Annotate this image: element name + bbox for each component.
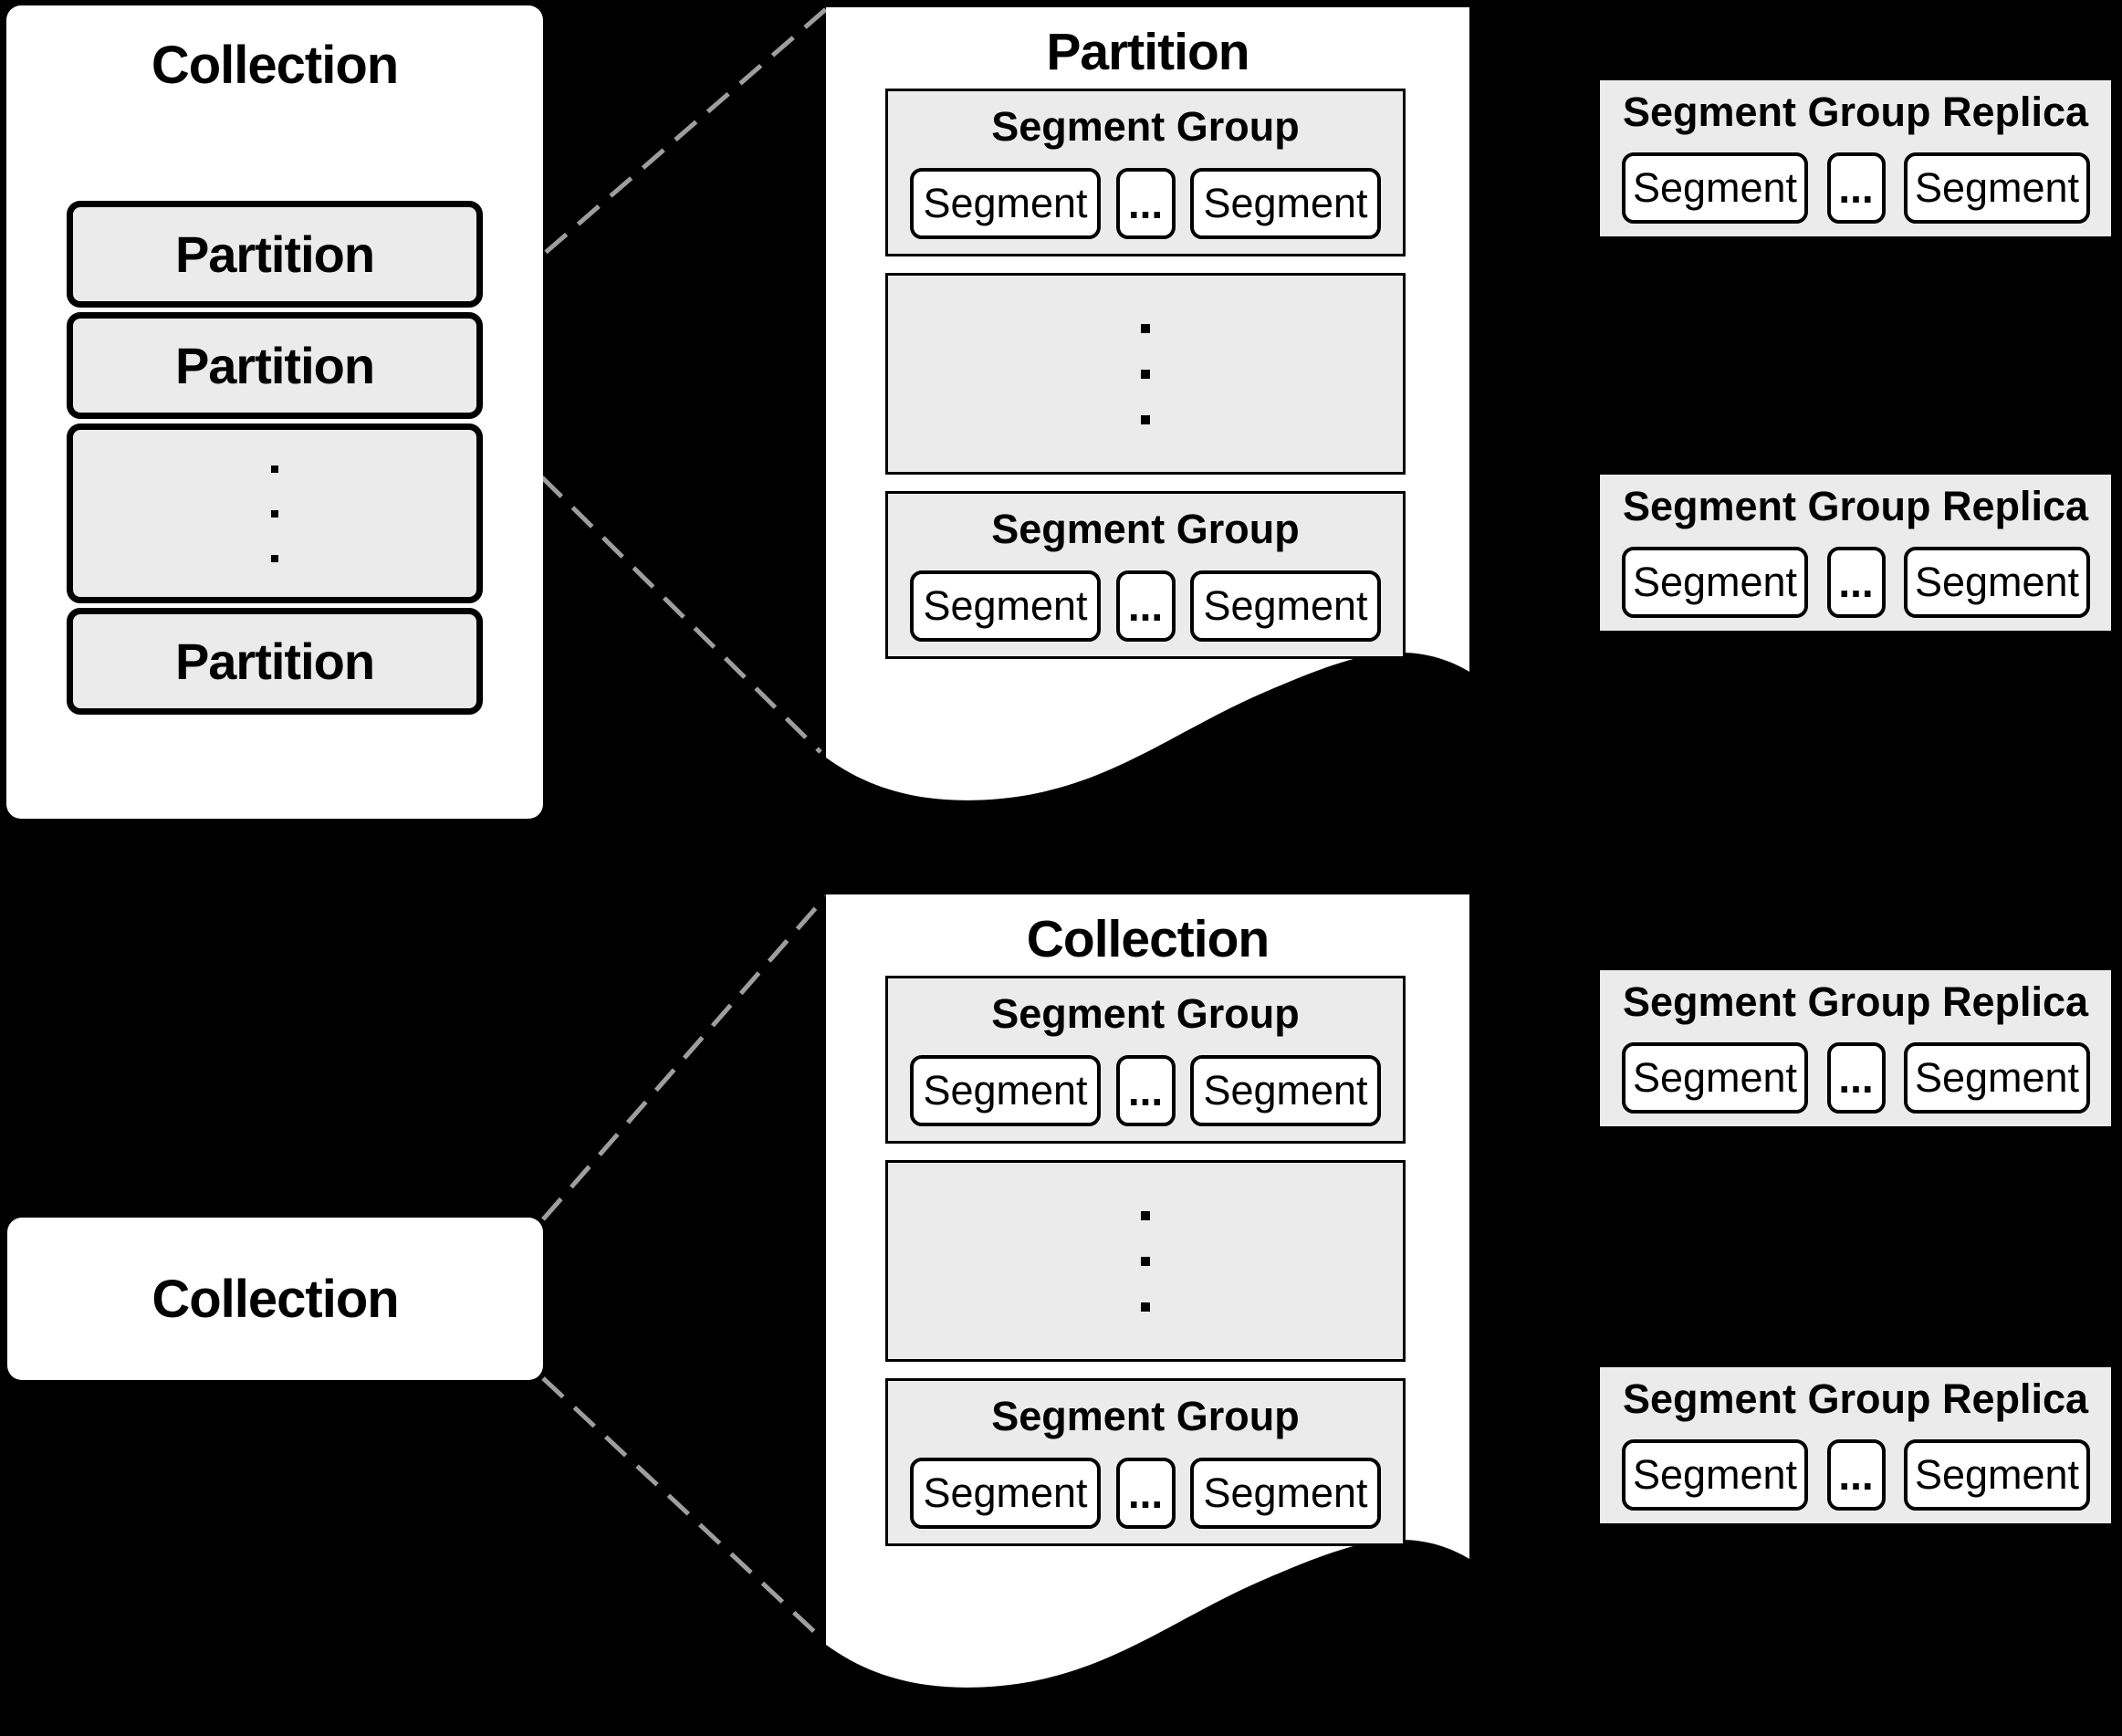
collection-panel: Collection Partition Partition Partition <box>6 5 543 819</box>
partition-ellipsis-box <box>67 424 483 603</box>
segment-group-title: Segment Group <box>991 506 1300 552</box>
collection-document-body: Collection Segment Group Segment ... Seg… <box>826 894 1469 1716</box>
collection-panel-title: Collection <box>151 36 399 95</box>
segment-group: Segment Group Segment ... Segment <box>885 1378 1406 1546</box>
ellipsis-box: ... <box>1115 1055 1176 1126</box>
dashed-connector <box>479 415 822 754</box>
segment-group-title: Segment Group <box>991 103 1300 150</box>
segment-row: Segment ... Segment <box>910 1458 1381 1529</box>
segment-box: Segment <box>1622 547 1808 618</box>
partition-label: Partition <box>174 337 375 394</box>
segment-box: Segment <box>910 1055 1101 1126</box>
segment-box: Segment <box>910 1458 1101 1529</box>
segment-group: Segment Group Segment ... Segment <box>885 976 1406 1144</box>
segment-box: Segment <box>1904 1439 2090 1511</box>
segment-box: Segment <box>1622 152 1808 224</box>
collection-box: Collection <box>7 1218 543 1380</box>
segment-box: Segment <box>1190 1055 1381 1126</box>
segment-box: Segment <box>1904 1042 2090 1114</box>
segment-row: Segment ... Segment <box>910 570 1381 642</box>
segment-group-ellipsis-box <box>885 273 1406 475</box>
segment-row: Segment ... Segment <box>910 1055 1381 1126</box>
replica-title: Segment Group Replica <box>1622 89 2089 135</box>
dashed-connector <box>479 7 828 310</box>
segment-row: Segment ... Segment <box>1622 1042 2090 1114</box>
ellipsis-box: ... <box>1115 1458 1176 1529</box>
segment-group: Segment Group Segment ... Segment <box>885 491 1406 659</box>
collection-document: Collection Segment Group Segment ... Seg… <box>826 894 1469 1716</box>
partition-stack: Partition Partition Partition <box>67 201 483 715</box>
segment-group-ellipsis-box <box>885 1160 1406 1362</box>
ellipsis-box: ... <box>1826 547 1886 618</box>
dashed-connector <box>541 894 828 1221</box>
segment-box: Segment <box>1190 168 1381 239</box>
segment-box: Segment <box>1622 1439 1808 1511</box>
segment-row: Segment ... Segment <box>1622 1439 2090 1511</box>
vertical-ellipsis-icon <box>1141 1210 1150 1312</box>
segment-group-replica: Segment Group Replica Segment ... Segmen… <box>1600 80 2111 236</box>
partition-label: Partition <box>174 633 375 690</box>
document-title: Collection <box>1026 910 1270 968</box>
segment-box: Segment <box>1190 1458 1381 1529</box>
ellipsis-box: ... <box>1826 1439 1886 1511</box>
segment-box: Segment <box>1190 570 1381 642</box>
ellipsis-box: ... <box>1826 152 1886 224</box>
segment-row: Segment ... Segment <box>910 168 1381 239</box>
document-title: Partition <box>1046 23 1249 81</box>
segment-box: Segment <box>1904 547 2090 618</box>
segment-group-replica: Segment Group Replica Segment ... Segmen… <box>1600 475 2111 631</box>
partition-box: Partition <box>67 608 483 715</box>
ellipsis-box: ... <box>1115 168 1176 239</box>
segment-group-replica: Segment Group Replica Segment ... Segmen… <box>1600 970 2111 1126</box>
segment-row: Segment ... Segment <box>1622 152 2090 224</box>
vertical-ellipsis-icon <box>1141 323 1150 424</box>
partition-label: Partition <box>174 225 375 283</box>
segment-box: Segment <box>910 570 1101 642</box>
partition-box: Partition <box>67 201 483 308</box>
dashed-connector <box>541 1376 822 1639</box>
partition-document-body: Partition Segment Group Segment ... Segm… <box>826 7 1469 829</box>
segment-box: Segment <box>910 168 1101 239</box>
segment-group: Segment Group Segment ... Segment <box>885 89 1406 256</box>
partition-document: Partition Segment Group Segment ... Segm… <box>826 7 1469 829</box>
segment-group-title: Segment Group <box>991 990 1300 1037</box>
vertical-ellipsis-icon <box>271 465 278 562</box>
segment-box: Segment <box>1622 1042 1808 1114</box>
replica-title: Segment Group Replica <box>1622 978 2089 1025</box>
segment-group-replica: Segment Group Replica Segment ... Segmen… <box>1600 1367 2111 1523</box>
ellipsis-box: ... <box>1115 570 1176 642</box>
segment-box: Segment <box>1904 152 2090 224</box>
collection-box-title: Collection <box>152 1269 399 1329</box>
partition-box: Partition <box>67 312 483 419</box>
replica-title: Segment Group Replica <box>1622 1375 2089 1422</box>
replica-title: Segment Group Replica <box>1622 483 2089 529</box>
segment-group-title: Segment Group <box>991 1393 1300 1439</box>
segment-row: Segment ... Segment <box>1622 547 2090 618</box>
ellipsis-box: ... <box>1826 1042 1886 1114</box>
